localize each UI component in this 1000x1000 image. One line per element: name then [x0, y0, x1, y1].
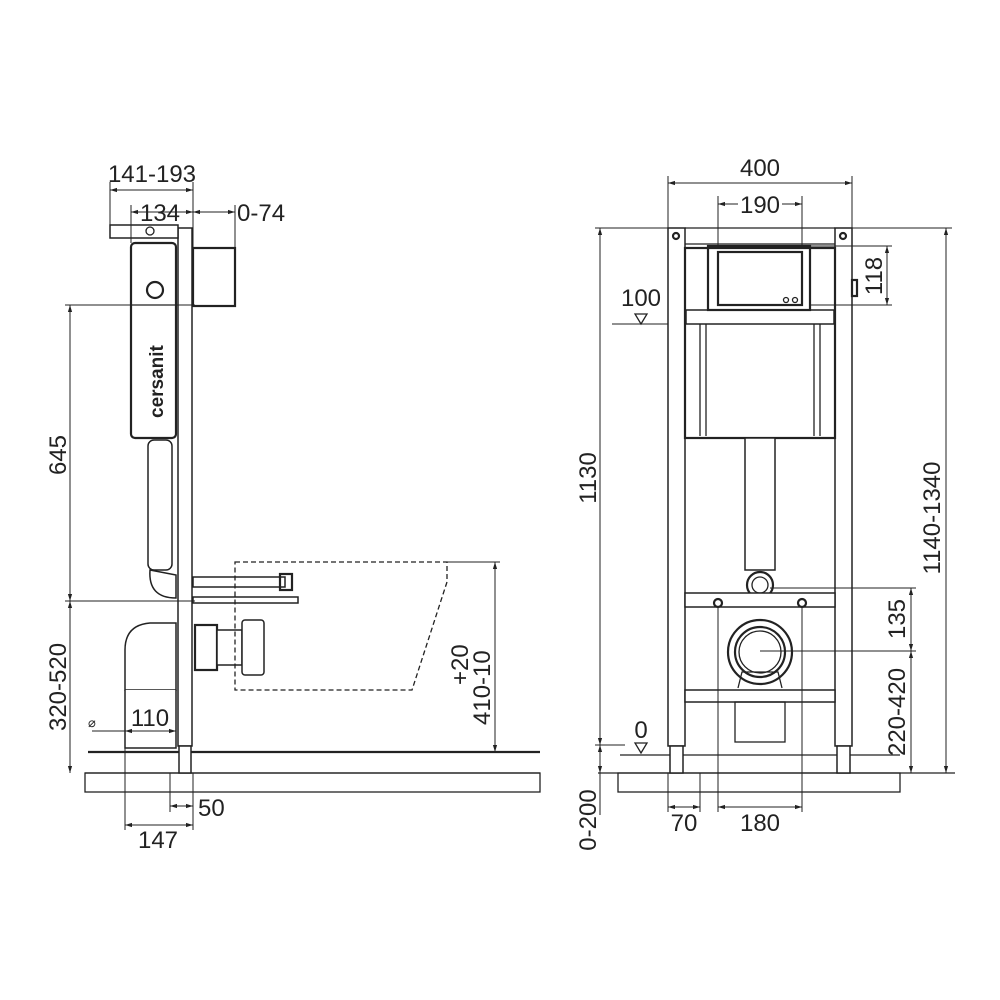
service-box	[734, 701, 786, 743]
front-view: 400 190 118 100 1130 1140-1340 135 220-4…	[575, 155, 955, 851]
frame-post-left	[667, 227, 686, 747]
crossbar-upper	[684, 592, 836, 608]
dim-tol-minus: -10	[469, 650, 496, 685]
drain-outlet-ring	[733, 625, 787, 679]
diameter-symbol: ⌀	[88, 715, 96, 730]
floor-hatch	[84, 772, 541, 793]
dim-410: 410	[469, 685, 496, 725]
dim-190: 190	[740, 192, 780, 219]
dim-tol-plus: +20	[447, 644, 474, 685]
frame-post	[177, 227, 193, 747]
outlet-bend	[124, 622, 177, 691]
cistern-body	[129, 241, 178, 440]
dim-118: 118	[861, 257, 888, 295]
floor-hatch-front	[617, 772, 901, 793]
crossbar-lower	[684, 689, 836, 703]
mounting-stud	[192, 596, 299, 604]
drain-outlet	[726, 618, 794, 686]
wc-bowl-outline	[234, 561, 448, 691]
dim-70: 70	[671, 810, 698, 837]
dim-1140-1340: 1140-1340	[919, 462, 946, 575]
dim-220-420: 220-420	[884, 668, 911, 756]
flush-outlet-inner	[751, 576, 769, 594]
dim-135: 135	[884, 599, 911, 639]
plate-screw-icon	[782, 296, 790, 304]
cap-screw-icon	[145, 226, 155, 236]
frame-post-right	[834, 227, 853, 747]
level-0: 0	[634, 717, 647, 744]
front-downpipe	[744, 437, 776, 571]
outlet-connector-body	[216, 629, 243, 666]
supply-pipe-thread	[278, 572, 294, 592]
dim-0-74: 0-74	[237, 200, 285, 227]
level-100: 100	[621, 285, 661, 312]
dim-141-193: 141-193	[108, 161, 196, 188]
cistern-band	[685, 309, 835, 325]
frame-foot-right	[836, 745, 851, 774]
valve-icon	[145, 280, 165, 300]
flush-plate	[706, 244, 812, 312]
dim-134: 134	[140, 200, 180, 227]
downpipe-elbow	[149, 569, 177, 599]
level-marker-icon	[633, 313, 649, 326]
dim-147: 147	[138, 827, 178, 854]
dim-180: 180	[740, 810, 780, 837]
supply-pipe	[192, 576, 286, 588]
plate-screw-icon	[791, 296, 799, 304]
dim-320-520: 320-520	[45, 643, 72, 731]
side-valve	[850, 278, 859, 298]
dim-645: 645	[45, 435, 72, 475]
brand-logo: cersanit	[147, 344, 168, 418]
dim-1130: 1130	[575, 452, 602, 504]
flush-button-box	[191, 246, 237, 308]
dim-50: 50	[198, 795, 225, 822]
outlet-connector-flange	[241, 619, 265, 676]
drain-outlet-inner	[738, 630, 782, 674]
dim-0-200: 0-200	[575, 789, 602, 850]
frame-foot	[178, 745, 192, 774]
level-zero-marker-icon	[633, 742, 649, 755]
outlet-pipe	[124, 690, 177, 749]
flush-plate-inner	[716, 250, 804, 307]
anchor-hole-icon	[671, 231, 681, 241]
anchor-hole-icon	[838, 231, 848, 241]
side-view: cersanit 141-193 134 0-74 645 320-520 ⌀ …	[45, 161, 541, 854]
frame-foot-left	[669, 745, 684, 774]
dim-110: 110	[131, 705, 169, 732]
cistern-top-cap	[109, 224, 179, 239]
outlet-connector	[193, 623, 219, 672]
downpipe	[147, 439, 173, 571]
dim-400: 400	[740, 155, 780, 182]
drain-bracket	[737, 671, 783, 689]
